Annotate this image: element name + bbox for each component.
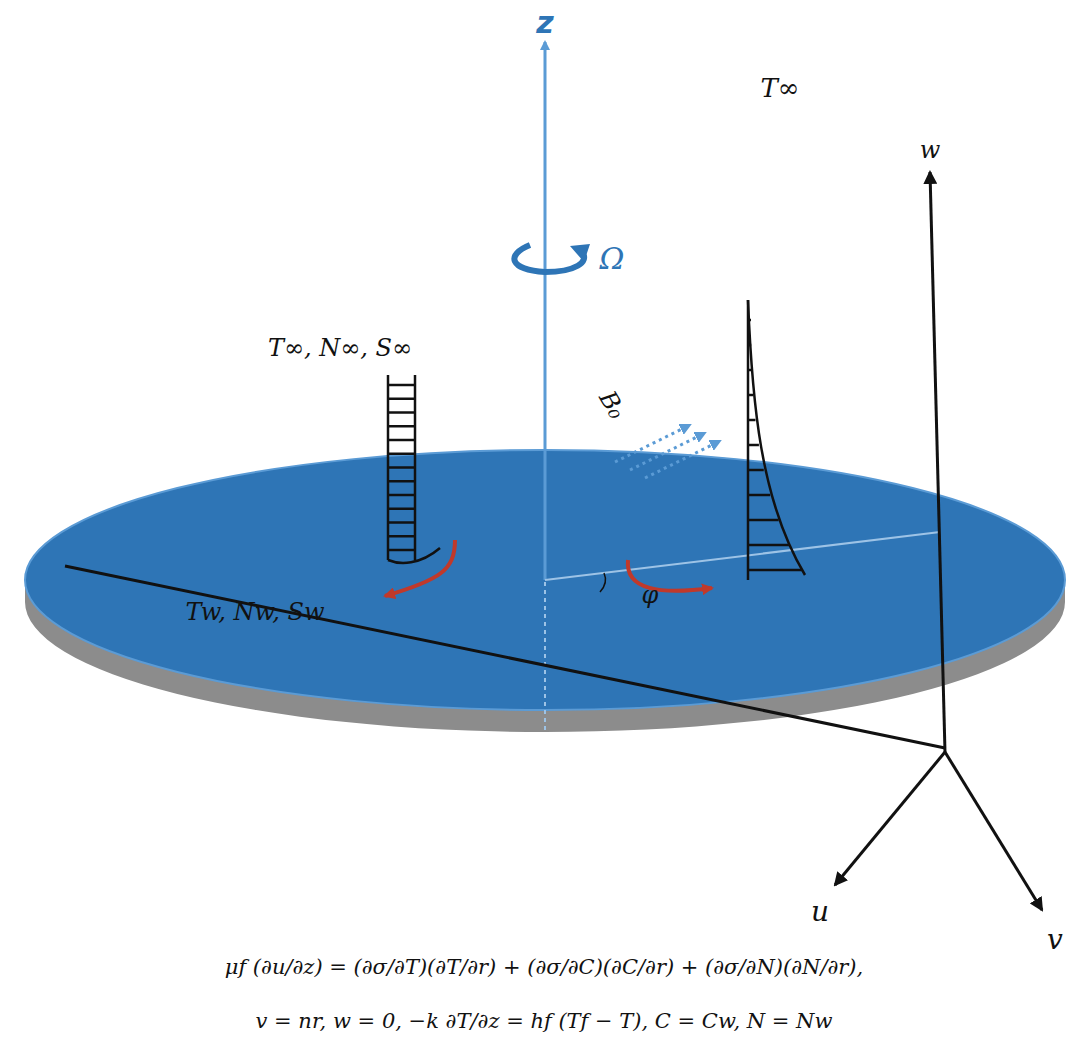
profile-rung (748, 569, 802, 572)
profile-rung (388, 384, 415, 387)
profile-rung (388, 466, 415, 469)
uniform-profile (388, 375, 440, 563)
disk-radius (545, 532, 940, 580)
z-axis-hidden (544, 582, 546, 730)
profile-rung (388, 508, 415, 511)
axis-label: u (811, 897, 829, 928)
magnetic-field-arrows (615, 425, 720, 478)
profile-rung (388, 453, 415, 456)
profile-rung (748, 444, 759, 447)
magnetic-field-label: B₀ (594, 387, 630, 424)
profile-rung (748, 469, 764, 472)
profile-rung (388, 439, 415, 442)
axis-label: z (536, 6, 553, 39)
profile-rung (748, 369, 752, 372)
boundary-equation: v = nr, w = 0, −k ∂T/∂z = hf (Tf − T), C… (256, 1010, 833, 1033)
ambient-label: T∞ (761, 74, 800, 103)
profile-rung (748, 519, 779, 522)
swirl-arrow (628, 560, 712, 591)
profile-rung (748, 544, 789, 547)
profile-rung (748, 344, 751, 347)
wall-label: Tw, Nw, Sw (185, 599, 324, 625)
boundary-equation: μf (∂u/∂z) = (∂σ/∂T)(∂T/∂r) + (∂σ/∂C)(∂C… (225, 956, 863, 979)
axis-label: w (920, 137, 941, 163)
profile-rung (388, 535, 415, 538)
angle-label: φ (642, 582, 659, 608)
profile-rung (748, 494, 770, 497)
rotation-arrow-head (570, 244, 590, 262)
axis-label: v (1047, 925, 1063, 956)
angle-arc (600, 573, 605, 592)
swirl-arrow (385, 540, 455, 596)
coordinate-axes (835, 172, 1042, 910)
profile-rung (388, 494, 415, 497)
freestream-label: T∞, N∞, S∞ (268, 335, 412, 361)
z-axis (544, 42, 547, 580)
profile-rung (748, 419, 755, 422)
profile-rung (388, 398, 415, 401)
velocity-profile (748, 300, 805, 580)
profile-rung (748, 319, 751, 322)
profile-rung (388, 411, 415, 414)
profile-rung (748, 394, 753, 397)
profile-rung (388, 425, 415, 428)
profile-rung (388, 521, 415, 524)
profile-rung (388, 480, 415, 483)
rotation-label: Ω (600, 242, 625, 275)
profile-rung (388, 549, 415, 552)
disk-diameter (65, 566, 945, 748)
